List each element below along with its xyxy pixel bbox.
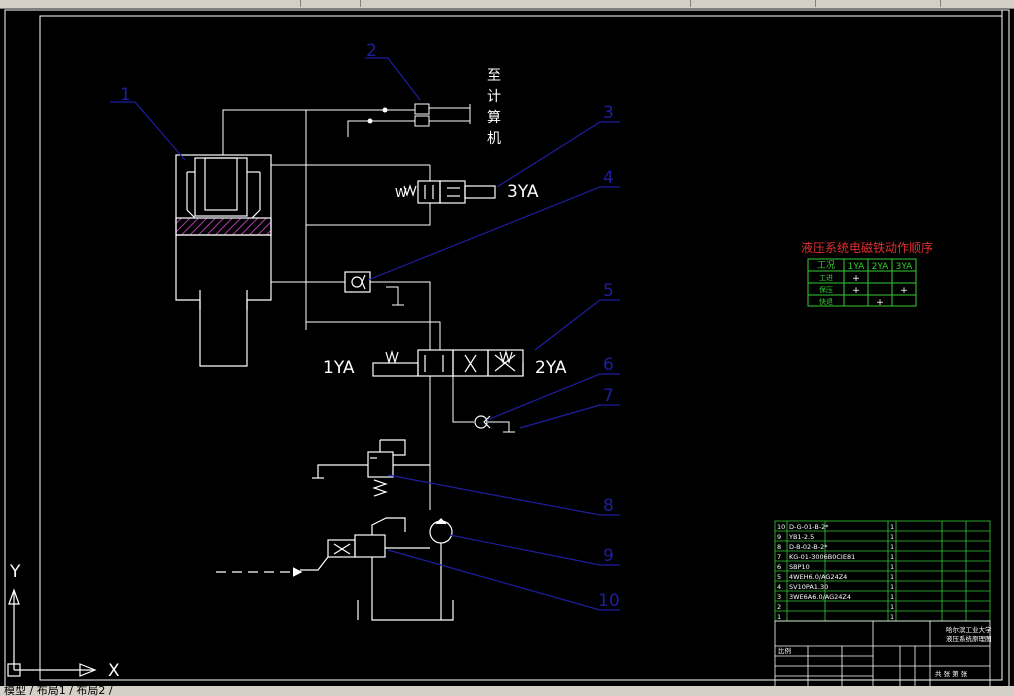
table-cell: + — [852, 286, 860, 296]
part-no: 9 — [777, 533, 781, 541]
part-code: 3WE6A6.0/AG24Z4 — [789, 593, 851, 601]
parts-list-text: 10 D-G-01-B-2* 1 9 YB1-2.5 1 8 D-B-02-B-… — [777, 523, 992, 678]
computer-label-char: 算 — [487, 110, 501, 126]
title-sheet-label: 共 张 第 张 — [935, 669, 968, 678]
toolbar-strip — [0, 0, 1014, 9]
title-drawing: 液压系统原理图 — [946, 634, 992, 643]
part-code: D-B-02-B-2* — [789, 543, 828, 551]
table-row-name: 工进 — [819, 274, 833, 282]
layout-tabs[interactable]: 模型 / 布局1 / 布局2 / — [0, 686, 1014, 696]
callout-number: 4 — [603, 168, 614, 188]
part-qty: 1 — [890, 553, 894, 561]
callout-number: 8 — [603, 496, 614, 516]
part-code: YB1-2.5 — [788, 533, 814, 541]
pump-9 — [429, 518, 453, 620]
toolbar-segment[interactable] — [0, 0, 301, 7]
sequence-table — [807, 258, 917, 307]
axis-label-y: Y — [9, 562, 21, 582]
valve-10 — [216, 517, 454, 621]
callout-number: 7 — [603, 386, 614, 406]
part-qty: 1 — [890, 523, 894, 531]
part-no: 4 — [777, 583, 781, 591]
toolbar-segment[interactable] — [815, 0, 941, 7]
part-qty: 1 — [890, 593, 894, 601]
table-row-name: 快退 — [819, 297, 833, 306]
part-no: 3 — [777, 593, 781, 601]
part-qty: 1 — [890, 533, 894, 541]
part-no: 7 — [777, 553, 781, 561]
callout-numbers: 1 2 3 4 5 6 7 8 9 10 — [120, 41, 620, 611]
toolbar-segment[interactable] — [300, 0, 361, 7]
part-code: KG-01-3006B0CIE81 — [789, 553, 855, 561]
table-header: 1YA — [848, 262, 866, 272]
computer-label-char: 机 — [487, 131, 501, 147]
axis-label-x: X — [108, 661, 120, 681]
hydraulic-cylinder — [175, 154, 272, 367]
part-code: SV10PA1.30 — [789, 583, 828, 591]
spring-label: W — [395, 186, 407, 200]
coil-label-2ya: 2YA — [535, 358, 567, 378]
valve-1ya-2ya — [372, 349, 524, 377]
table-header: 3YA — [896, 262, 914, 272]
toolbar-segment[interactable] — [360, 0, 691, 7]
callout-number: 5 — [603, 281, 614, 301]
title-block — [774, 620, 991, 688]
part-no: 2 — [777, 603, 781, 611]
callout-number: 3 — [603, 103, 614, 123]
title-school: 哈尔滨工业大学 — [946, 625, 992, 634]
parts-list — [774, 520, 991, 622]
relief-valve-8 — [312, 439, 430, 497]
part-no: 10 — [777, 523, 785, 531]
computer-label-char: 至 — [487, 68, 501, 84]
callout-number: 6 — [603, 355, 614, 375]
layout-tabs-label[interactable]: 模型 / 布局1 / 布局2 / — [4, 686, 113, 696]
callout-number: 9 — [603, 546, 614, 566]
part-qty: 1 — [890, 603, 894, 611]
callout-number: 2 — [366, 41, 377, 61]
callout-number: 1 — [120, 85, 131, 105]
part-qty: 1 — [890, 583, 894, 591]
check-valve-4 — [344, 271, 371, 293]
sequence-table-text: 工况 1YA 2YA 3YA 工进 保压 快退 + + + + — [817, 260, 913, 308]
coil-label-3ya: 3YA — [507, 182, 539, 202]
drawing-frame — [4, 9, 1010, 689]
callout-leaders — [110, 57, 620, 611]
part-qty: 1 — [890, 613, 894, 621]
coil-label-1ya: 1YA — [323, 358, 355, 378]
table-cell: + — [900, 286, 908, 296]
part-no: 6 — [777, 563, 781, 571]
table-cell: + — [876, 298, 884, 308]
table-row-name: 保压 — [819, 285, 833, 294]
part-qty: 1 — [890, 543, 894, 551]
valve-3ya — [403, 180, 496, 204]
table-cell: + — [852, 274, 860, 284]
part-qty: 1 — [890, 573, 894, 581]
toolbar-segment[interactable] — [690, 0, 816, 7]
title-scale-label: 比例 — [778, 646, 791, 655]
part-code: 4WEH6.0/AG24Z4 — [789, 573, 847, 581]
part-no: 8 — [777, 543, 781, 551]
table-header: 2YA — [872, 262, 890, 272]
part-no: 1 — [777, 613, 781, 621]
sequence-table-title: 液压系统电磁铁动作顺序 — [801, 240, 933, 255]
ucs-axis-icon — [7, 588, 97, 677]
hydraulic-lines — [271, 164, 515, 510]
part-code: D-G-01-B-2* — [789, 523, 829, 531]
to-computer-label: 至 计 算 机 — [487, 68, 501, 147]
computer-label-char: 计 — [487, 89, 501, 105]
part-code: SBP10 — [789, 563, 810, 571]
pressure-sensor — [222, 103, 471, 330]
check-valve-6 — [474, 415, 491, 429]
part-no: 5 — [777, 573, 781, 581]
table-header: 工况 — [817, 260, 835, 271]
callout-number: 10 — [598, 591, 620, 611]
part-qty: 1 — [890, 563, 894, 571]
